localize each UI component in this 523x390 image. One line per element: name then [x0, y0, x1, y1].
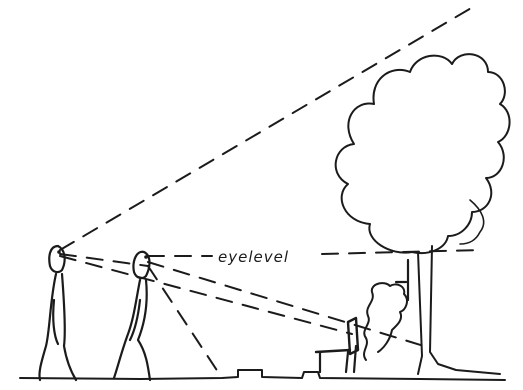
person-left	[38, 244, 78, 382]
person-right-body	[112, 278, 152, 382]
sign-post	[394, 258, 410, 302]
sight-line-to-ground	[147, 265, 223, 379]
eyelevel-label: eyelevel	[218, 248, 289, 266]
bench-backrest	[346, 316, 360, 356]
sight-line-to-sky	[59, 3, 479, 251]
bench-legs	[318, 344, 358, 374]
ground-line	[19, 369, 506, 381]
bush	[363, 282, 408, 361]
eye-level-line-end	[321, 249, 483, 255]
bench-seat	[314, 348, 352, 354]
person-left-head	[48, 244, 66, 274]
sight-line-left-to-right-person	[59, 253, 149, 267]
bench	[314, 316, 360, 374]
sight-line-to-bench	[59, 255, 353, 335]
person-left-body	[38, 272, 78, 382]
tree-canopy	[334, 53, 511, 254]
tree-canopy-detail	[459, 199, 485, 245]
person-right-eye	[144, 255, 148, 259]
tree-trunk	[417, 245, 501, 375]
sight-line-to-trunk	[147, 261, 425, 347]
person-left-eye	[57, 250, 61, 254]
